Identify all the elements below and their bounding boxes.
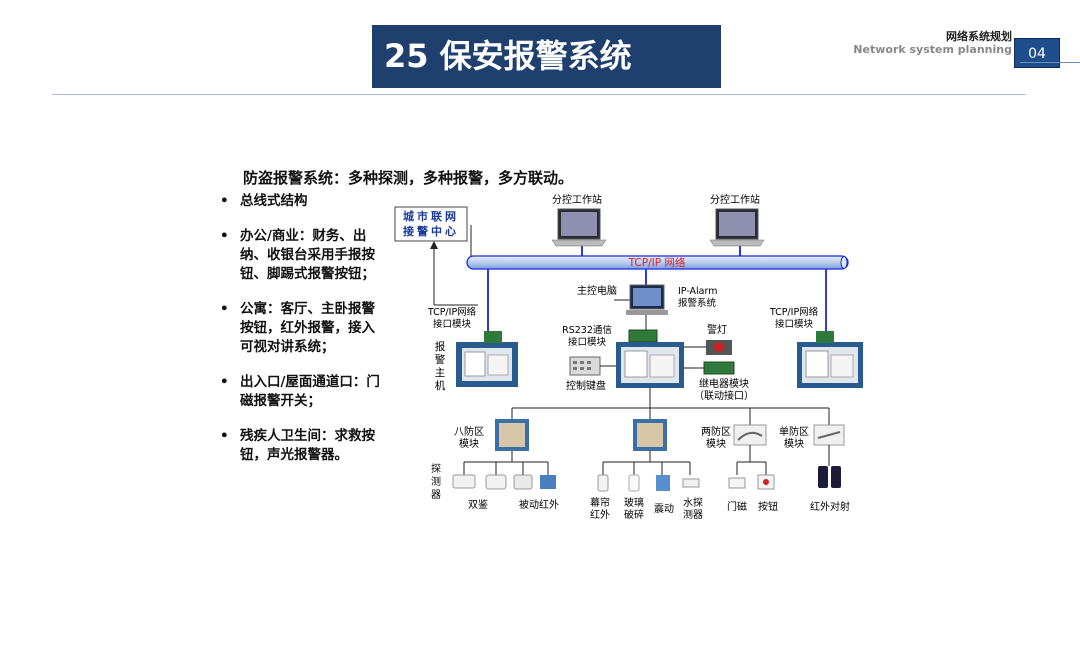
rs232-line2: 接口模块 xyxy=(568,336,607,348)
ip-alarm-line1: IP-Alarm xyxy=(678,286,718,297)
tcp-module-left-line2: 接口模块 xyxy=(433,318,472,330)
relay-line2: （联动接口） xyxy=(694,389,754,402)
slide-title: 25 保安报警系统 xyxy=(372,25,721,88)
master-pc-label: 主控电脑 xyxy=(577,284,617,297)
tcp-module-right-line1: TCP/IP网络 xyxy=(769,306,819,318)
tcpip-bus-label: TCP/IP 网络 xyxy=(628,256,686,269)
curtain-line1: 幕帘 xyxy=(590,496,610,509)
detector-char: 器 xyxy=(431,489,441,501)
alarm-host-right-icon xyxy=(797,331,863,388)
zone2-line1: 两防区 xyxy=(701,425,731,438)
curtain-ir-icon xyxy=(597,474,609,492)
header-en: Network system planning xyxy=(853,43,1012,56)
page-number-badge: 04 xyxy=(1014,38,1060,68)
zone8-module-center-icon xyxy=(633,419,667,451)
city-link-line1: 城市联网 xyxy=(403,209,459,223)
zone1-module-icon xyxy=(813,424,845,446)
curtain-line2: 红外 xyxy=(590,508,610,521)
ir-beam-label: 红外对射 xyxy=(810,500,850,513)
detector-char: 测 xyxy=(431,475,441,488)
bullet-item: 残疾人卫生间：求救按钮，声光报警器。 xyxy=(220,427,380,465)
glass-line2: 破碎 xyxy=(624,508,644,521)
door-contact-label: 门磁 xyxy=(727,500,747,513)
button-label: 按钮 xyxy=(758,500,778,513)
alarm-host-char: 机 xyxy=(435,379,446,392)
bullet-item: 出入口/屋面通道口：门磁报警开关； xyxy=(220,373,380,411)
header-divider-right xyxy=(1020,62,1080,63)
bullet-item: 总线式结构 xyxy=(220,192,380,211)
keyboard-label: 控制键盘 xyxy=(566,379,606,392)
passive-ir-label: 被动红外 xyxy=(519,498,559,511)
header-cn: 网络系统规划 xyxy=(946,30,1012,43)
alarm-lamp-label: 警灯 xyxy=(707,323,727,336)
zone2-line2: 模块 xyxy=(706,438,726,450)
ir-beam-icon xyxy=(818,466,841,488)
dual-tech-detector-icon xyxy=(485,474,507,490)
workstation-left-label: 分控工作站 xyxy=(552,193,602,206)
glass-break-icon xyxy=(628,474,640,492)
passive-ir-detector-icon xyxy=(513,474,533,490)
bullet-list: 总线式结构 办公/商业：财务、出纳、收银台采用手报按钮、脚踢式报警按钮； 公寓：… xyxy=(220,192,380,481)
vibration-label: 震动 xyxy=(654,503,674,515)
tcpip-bus xyxy=(466,255,849,270)
passive-ir-detector-icon xyxy=(540,475,556,489)
ip-alarm-line2: 报警系统 xyxy=(678,297,717,309)
alarm-host-center-icon xyxy=(616,342,684,388)
dual-tech-label: 双鉴 xyxy=(468,498,488,511)
alarm-host-char: 警 xyxy=(435,353,446,366)
zone8-module-left-icon xyxy=(495,419,529,451)
header-divider xyxy=(52,94,1026,95)
workstation-right-icon xyxy=(709,208,765,247)
workstation-right-label: 分控工作站 xyxy=(710,193,760,206)
alarm-host-char: 报 xyxy=(435,340,446,353)
zone8-line2: 模块 xyxy=(459,438,479,450)
water-line1: 水探 xyxy=(683,496,703,509)
alarm-lamp-icon xyxy=(706,340,732,355)
zone1-line2: 模块 xyxy=(784,438,804,450)
keyboard-icon xyxy=(569,356,601,376)
vibration-detector-icon xyxy=(656,475,670,491)
rs232-module-icon xyxy=(628,329,658,343)
zone2-module-icon xyxy=(733,424,767,446)
relay-line1: 继电器模块 xyxy=(699,377,749,390)
glass-line1: 玻璃 xyxy=(624,496,644,509)
detector-char: 探 xyxy=(431,462,441,475)
master-pc-icon xyxy=(626,284,668,315)
alarm-host-char: 主 xyxy=(435,367,446,379)
city-link-box xyxy=(394,206,468,242)
workstation-left-icon xyxy=(551,208,607,247)
water-line2: 测器 xyxy=(683,508,703,521)
bullet-item: 公寓：客厅、主卧报警按钮，红外报警，接入可视对讲系统； xyxy=(220,300,380,357)
water-detector-icon xyxy=(682,478,700,488)
zone8-line1: 八防区 xyxy=(454,425,484,438)
tcp-module-right-line2: 接口模块 xyxy=(775,318,814,330)
headline: 防盗报警系统：多种探测，多种报警，多方联动。 xyxy=(243,169,574,187)
bullet-item: 办公/商业：财务、出纳、收银台采用手报按钮、脚踢式报警按钮； xyxy=(220,227,380,284)
rs232-line1: RS232通信 xyxy=(562,324,612,336)
tcp-module-left-line1: TCP/IP网络 xyxy=(427,306,477,318)
city-link-line2: 接警中心 xyxy=(403,224,459,238)
alarm-host-left-icon xyxy=(456,331,518,387)
zone1-line1: 单防区 xyxy=(779,425,809,438)
arrow-head xyxy=(430,241,438,249)
relay-module-icon xyxy=(703,361,735,375)
dual-tech-detector-icon xyxy=(452,474,476,489)
door-contact-icon xyxy=(728,477,746,489)
